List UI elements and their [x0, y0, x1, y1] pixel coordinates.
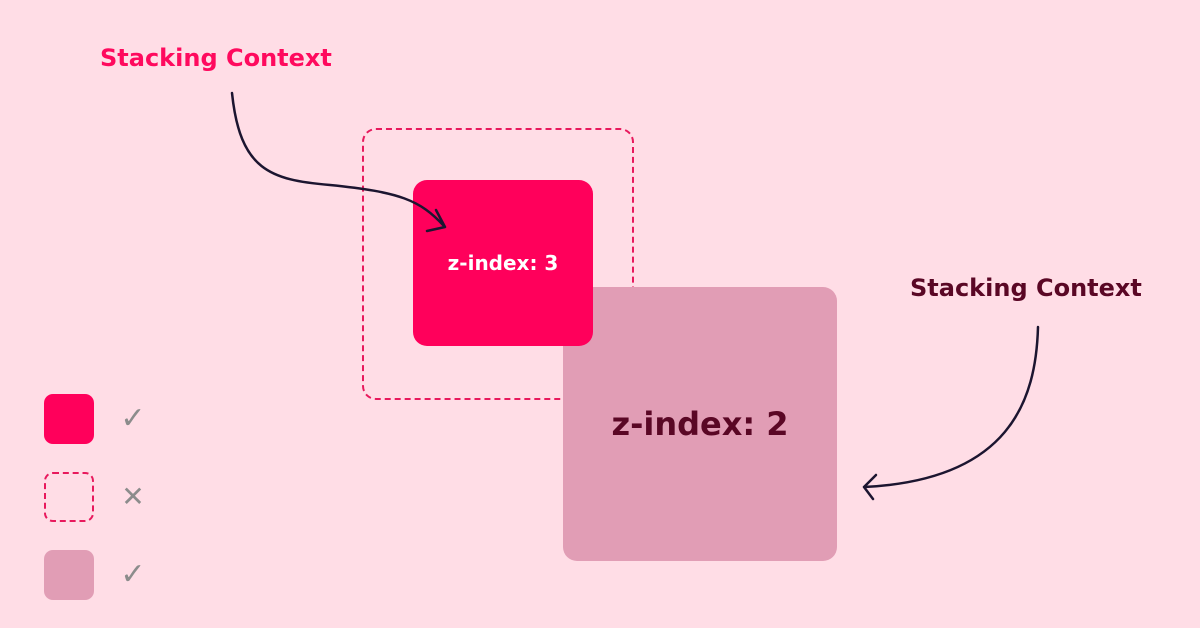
check-icon: ✓ — [120, 557, 146, 592]
legend-swatch-solid-pink — [44, 394, 94, 444]
z-index-2-label: z-index: 2 — [611, 405, 789, 443]
cross-icon: ✕ — [121, 480, 145, 513]
stacking-context-outline — [362, 128, 634, 400]
z-index-3-box: z-index: 3 — [413, 180, 593, 346]
stacking-context-label-right: Stacking Context — [910, 274, 1142, 302]
check-icon: ✓ — [120, 401, 146, 436]
z-index-3-label: z-index: 3 — [447, 251, 559, 275]
arrow-right-to-mauve-box — [862, 325, 1040, 501]
legend-swatch-solid-mauve — [44, 550, 94, 600]
legend-swatch-dashed-outline — [44, 472, 94, 522]
stacking-context-label-top: Stacking Context — [100, 44, 332, 72]
z-index-2-box: z-index: 2 — [563, 287, 837, 561]
